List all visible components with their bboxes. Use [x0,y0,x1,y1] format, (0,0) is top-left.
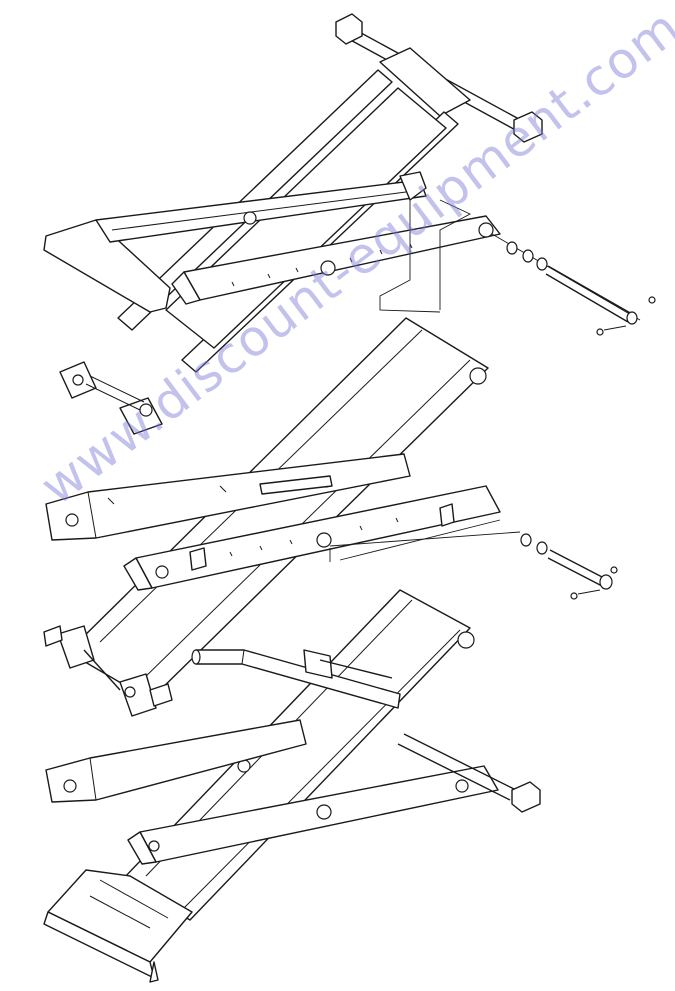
top-scissor-stage [43,13,656,435]
bottom-left-arm [45,719,307,803]
top-left-arm [43,171,427,313]
top-axle-end-block-left [335,13,363,45]
top-axle [335,13,543,143]
bottom-axle [397,733,541,813]
middle-link-lines [329,519,501,562]
top-link-lines [379,199,472,313]
top-pin-assembly [491,233,656,336]
top-axle-end-block-right [513,111,543,143]
bottom-right-arm [127,765,499,865]
middle-pin-assembly [329,531,618,600]
middle-left-arm [45,453,411,541]
bottom-axle-end-block [511,781,541,813]
hydraulic-cylinder [191,649,401,709]
middle-right-arm [123,485,501,591]
top-right-arm [171,215,501,305]
middle-scissor-stage [43,317,618,717]
bottom-scissor-stage [43,589,541,983]
base-plate [43,869,193,983]
